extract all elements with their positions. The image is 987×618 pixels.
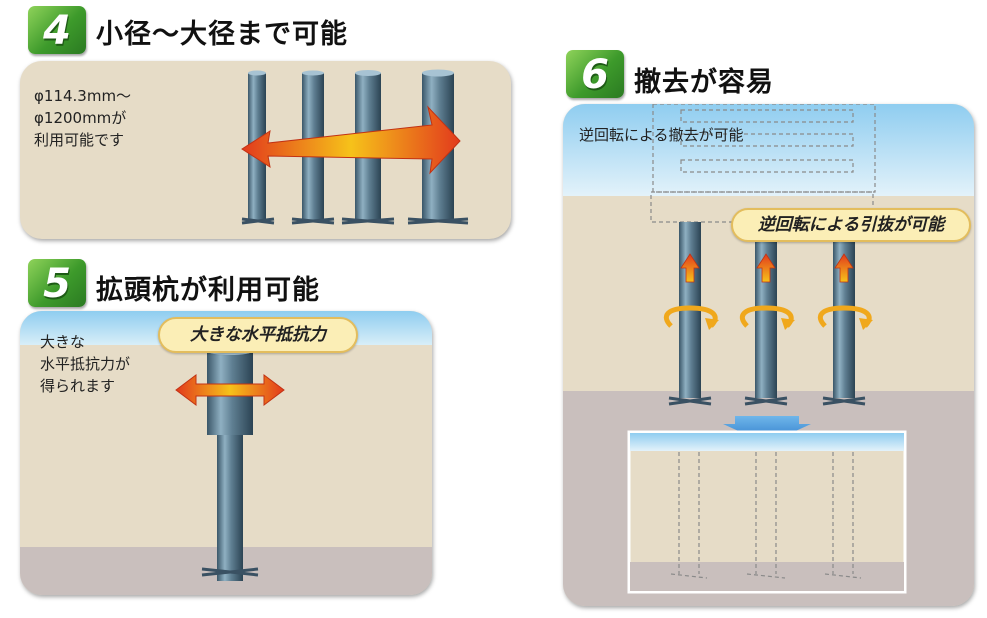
section-6-callout: 逆回転による引抜が可能 — [731, 208, 971, 242]
section-4-badge: 4 — [28, 6, 86, 54]
section-5-title: 拡頭杭が利用可能 — [96, 275, 320, 306]
up-arrow-3 — [834, 253, 854, 283]
section-5-text: 大きな 水平抵抗力が 得られます — [40, 333, 131, 395]
section-6-number: 6 — [581, 52, 609, 98]
up-arrow-2 — [756, 253, 776, 283]
rotation-arrow-3 — [818, 305, 872, 328]
section-6-badge: 6 — [566, 50, 624, 98]
section-6-panel: 逆回転による撤去が可能 逆回転による引抜が可能 — [563, 104, 974, 606]
up-arrow-1 — [680, 253, 700, 283]
section-4-panel: φ114.3mm～ φ1200mmが 利用可能です — [20, 61, 511, 239]
lateral-force-arrow — [175, 374, 285, 406]
section-5-panel: 大きな 水平抵抗力が 得られます 大きな水平抵抗力 — [20, 311, 432, 595]
size-range-arrow — [241, 105, 461, 175]
result-arrow — [723, 416, 811, 444]
section-4-text: φ114.3mm～ φ1200mmが 利用可能です — [34, 87, 132, 149]
rotation-arrow-1 — [664, 305, 718, 328]
section-5-callout: 大きな水平抵抗力 — [158, 317, 358, 353]
section-4-title: 小径～大径まで可能 — [96, 19, 348, 50]
section-6-text: 逆回転による撤去が可能 — [579, 126, 744, 144]
sky-band — [563, 104, 974, 196]
section-4-pile-diagram — [241, 69, 469, 225]
rotation-arrow-2 — [740, 305, 794, 328]
section-5-badge: 5 — [28, 259, 86, 307]
section-6-title: 撤去が容易 — [634, 67, 774, 98]
section-6-removal-diagram — [563, 104, 974, 606]
section-4-number: 4 — [43, 8, 71, 54]
pile-shaft — [217, 431, 243, 581]
section-5-number: 5 — [43, 261, 71, 307]
